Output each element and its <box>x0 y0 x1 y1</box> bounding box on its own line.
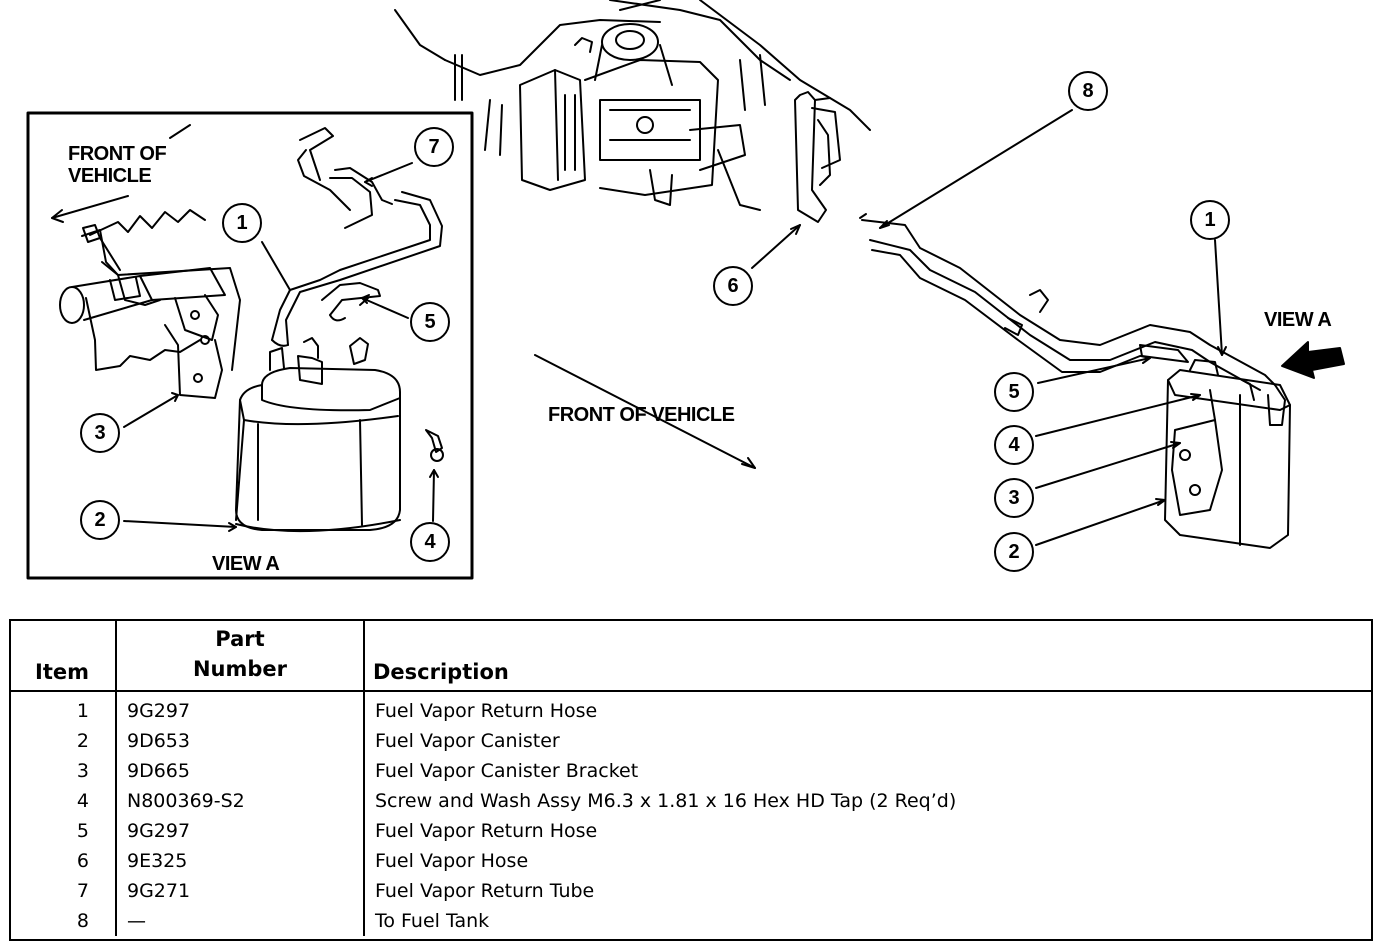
cell-description: Fuel Vapor Return Hose <box>375 700 598 722</box>
cell-item: 8 <box>9 906 117 936</box>
cell-part-number: 9G271 <box>116 876 365 906</box>
table-row: 6 9E325 Fuel Vapor Hose <box>9 846 1371 876</box>
parts-table: Item Part Number Description 1 9G297 Fue… <box>9 619 1371 936</box>
cell-description: Fuel Vapor Hose <box>375 850 529 872</box>
callout-inset-2: 2 <box>80 500 120 540</box>
cell-part-number: 9D665 <box>116 756 365 786</box>
front-arrow-inset <box>51 195 129 219</box>
inset-screw <box>425 429 444 462</box>
callout-inset-1: 1 <box>222 203 262 243</box>
table-row: 5 9G297 Fuel Vapor Return Hose <box>9 816 1371 846</box>
cell-part-number: — <box>116 906 365 936</box>
inset-leaders <box>123 162 439 532</box>
main-front-of-vehicle-label: FRONT OF VEHICLE <box>548 404 735 426</box>
callout-main-6: 6 <box>713 266 753 306</box>
callout-main-8: 8 <box>1068 71 1108 111</box>
main-view-a-label: VIEW A <box>1264 309 1332 331</box>
cell-description: To Fuel Tank <box>375 910 490 932</box>
cell-part-number: 9G297 <box>116 691 365 726</box>
callout-main-5: 5 <box>994 372 1034 412</box>
fuel-tank-tubes <box>859 213 1286 426</box>
callout-inset-5: 5 <box>410 302 450 342</box>
engine-compartment <box>394 0 871 211</box>
callout-main-1: 1 <box>1190 200 1230 240</box>
main-leaders <box>751 109 1227 546</box>
inset-bracket <box>59 209 241 399</box>
callout-inset-7: 7 <box>414 127 454 167</box>
header-part-number: Part Number <box>116 619 365 692</box>
cell-description: Fuel Vapor Canister <box>375 730 560 752</box>
cell-description: Screw and Wash Assy M6.3 x 1.81 x 16 Hex… <box>375 790 957 812</box>
diagram-drawing <box>26 0 1345 580</box>
inset-canister <box>235 337 401 533</box>
cell-part-number: 9G297 <box>116 816 365 846</box>
inset-view-a-label: VIEW A <box>212 553 280 575</box>
cell-item: 5 <box>9 816 117 846</box>
cell-item: 6 <box>9 846 117 876</box>
callout-main-4: 4 <box>994 425 1034 465</box>
front-arrow-main <box>534 354 756 469</box>
cell-description: Fuel Vapor Return Tube <box>375 880 595 902</box>
main-vapor-hose <box>794 91 841 223</box>
exploded-diagram: FRONT OF VEHICLE VIEW A FRONT OF VEHICLE… <box>26 0 1345 580</box>
cell-item: 2 <box>9 726 117 756</box>
table-row: 2 9D653 Fuel Vapor Canister <box>9 726 1371 756</box>
main-canister <box>1164 359 1291 549</box>
cell-item: 7 <box>9 876 117 906</box>
table-row: 3 9D665 Fuel Vapor Canister Bracket <box>9 756 1371 786</box>
header-description: Description <box>364 619 1371 692</box>
inset-frame <box>26 111 474 580</box>
table-row: 8 — To Fuel Tank <box>9 906 1371 936</box>
table-row: 4 N800369-S2 Screw and Wash Assy M6.3 x … <box>9 786 1371 816</box>
cell-part-number: 9E325 <box>116 846 365 876</box>
table-row: 1 9G297 Fuel Vapor Return Hose <box>9 691 1371 726</box>
inset-front-of-vehicle-label: FRONT OF VEHICLE <box>68 143 167 187</box>
header-item: Item <box>9 619 117 692</box>
cell-item: 3 <box>9 756 117 786</box>
view-a-arrow <box>1281 341 1345 379</box>
cell-item: 4 <box>9 786 117 816</box>
callout-inset-3: 3 <box>80 413 120 453</box>
cell-description: Fuel Vapor Canister Bracket <box>375 760 639 782</box>
callout-main-3: 3 <box>994 478 1034 518</box>
cell-part-number: 9D653 <box>116 726 365 756</box>
callout-inset-4: 4 <box>410 522 450 562</box>
callout-main-2: 2 <box>994 532 1034 572</box>
table-row: 7 9G271 Fuel Vapor Return Tube <box>9 876 1371 906</box>
inset-tick <box>169 124 191 139</box>
cell-part-number: N800369-S2 <box>116 786 365 816</box>
cell-description: Fuel Vapor Return Hose <box>375 820 598 842</box>
cell-item: 1 <box>9 691 117 726</box>
